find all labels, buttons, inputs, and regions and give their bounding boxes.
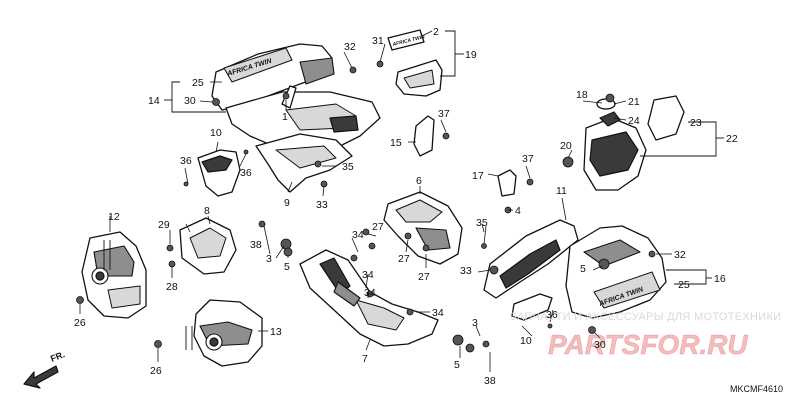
callout-15[interactable]: 15	[390, 137, 402, 149]
watermark-tagline: ЗАПЧАСТИ И АКСЕССУАРЫ ДЛЯ МОТОТЕХНИКИ	[510, 311, 781, 323]
callout-20[interactable]: 20	[560, 140, 572, 152]
callout-34-top[interactable]: 34	[352, 229, 364, 241]
callout-18[interactable]: 18	[576, 89, 588, 101]
leader-lines	[79, 30, 724, 372]
callout-23[interactable]: 23	[690, 117, 702, 129]
left-lower-cowl[interactable]	[81, 231, 147, 319]
callout-28[interactable]: 28	[166, 281, 178, 293]
callout-labels: 2 31 32 19 25 14 30 1 10 36 36 9 35 33 3…	[74, 26, 738, 387]
right-panel-cover[interactable]	[583, 95, 685, 191]
callout-38-left[interactable]: 38	[250, 239, 262, 251]
right-inner-bracket[interactable]	[483, 219, 579, 299]
callout-14[interactable]: 14	[148, 95, 160, 107]
callout-1[interactable]: 1	[282, 111, 288, 123]
callout-25-upper[interactable]: 25	[192, 77, 204, 89]
callout-19[interactable]: 19	[465, 49, 477, 61]
left-small-side-cover[interactable]	[197, 149, 241, 197]
callout-13[interactable]: 13	[270, 326, 282, 338]
inner-left-lower-panel[interactable]	[255, 133, 353, 193]
small-emblem[interactable]	[387, 29, 425, 51]
callout-22[interactable]: 22	[726, 133, 738, 145]
callout-6[interactable]: 6	[416, 175, 422, 187]
callout-16[interactable]: 16	[714, 273, 726, 285]
center-upper-bracket[interactable]	[383, 191, 463, 265]
mount-bracket-17[interactable]	[497, 169, 517, 197]
right-lower-cowl[interactable]	[193, 299, 263, 367]
callout-21[interactable]: 21	[628, 96, 640, 108]
callout-29[interactable]: 29	[158, 219, 170, 231]
callout-3-left[interactable]: 3	[266, 253, 272, 265]
callout-36-left[interactable]: 36	[180, 155, 192, 167]
watermark-brand: PARTSFOR.RU	[548, 329, 748, 360]
callout-36-right[interactable]: 36	[546, 309, 558, 321]
callout-27-lower[interactable]: 27	[418, 271, 430, 283]
callout-38-lower[interactable]: 38	[484, 375, 496, 387]
callout-10-left[interactable]: 10	[210, 127, 222, 139]
callout-9[interactable]: 9	[284, 197, 290, 209]
callout-10-right[interactable]: 10	[520, 335, 532, 347]
callout-4[interactable]: 4	[515, 205, 521, 217]
front-direction-label: FR.	[49, 349, 66, 364]
callout-26-lower[interactable]: 26	[150, 365, 162, 377]
callout-31[interactable]: 31	[372, 35, 384, 47]
callout-26-left[interactable]: 26	[74, 317, 86, 329]
callout-7[interactable]: 7	[362, 353, 368, 365]
callout-34-right[interactable]: 34	[432, 307, 444, 319]
callout-11[interactable]: 11	[556, 185, 567, 197]
callout-32-right[interactable]: 32	[674, 249, 686, 261]
callout-34-lower[interactable]: 34	[364, 287, 376, 299]
callout-12[interactable]: 12	[108, 211, 120, 223]
callout-17[interactable]: 17	[472, 170, 484, 182]
callout-30-upper[interactable]: 30	[184, 95, 196, 107]
upper-small-bracket[interactable]	[395, 59, 443, 97]
callout-27-middle[interactable]: 27	[398, 253, 410, 265]
inner-bracket-panel[interactable]	[179, 217, 237, 275]
callout-2[interactable]: 2	[433, 26, 439, 38]
right-small-side-cover[interactable]	[511, 293, 553, 321]
callout-8[interactable]: 8	[204, 205, 210, 217]
diagram-code: MKCMF4610	[730, 384, 783, 394]
center-under-cowl[interactable]	[299, 249, 439, 347]
callout-36-middle[interactable]: 36	[240, 167, 252, 179]
lower-right-side-cowl[interactable]	[565, 225, 667, 319]
callout-3-right[interactable]: 3	[472, 317, 478, 329]
callout-5-right[interactable]: 5	[580, 263, 586, 275]
callout-33-lower[interactable]: 33	[460, 265, 472, 277]
callout-32-upper[interactable]: 32	[344, 41, 356, 53]
callout-37-right[interactable]: 37	[522, 153, 534, 165]
callout-34-middle[interactable]: 34	[362, 269, 374, 281]
callout-5-left[interactable]: 5	[284, 261, 290, 273]
front-direction-arrow	[23, 365, 59, 389]
callout-24[interactable]: 24	[628, 115, 640, 127]
callout-5-lower[interactable]: 5	[454, 359, 460, 371]
callout-37-upper[interactable]: 37	[438, 108, 450, 120]
callout-27-left[interactable]: 27	[372, 221, 384, 233]
callout-25-lower[interactable]: 25	[678, 279, 690, 291]
mount-bracket-15[interactable]	[413, 115, 435, 157]
callout-35-right[interactable]: 35	[476, 217, 488, 229]
callout-30-lower[interactable]: 30	[594, 339, 606, 351]
callout-33-upper[interactable]: 33	[316, 199, 328, 211]
callout-35-upper[interactable]: 35	[342, 161, 354, 173]
upper-left-side-cowl[interactable]	[211, 43, 381, 153]
